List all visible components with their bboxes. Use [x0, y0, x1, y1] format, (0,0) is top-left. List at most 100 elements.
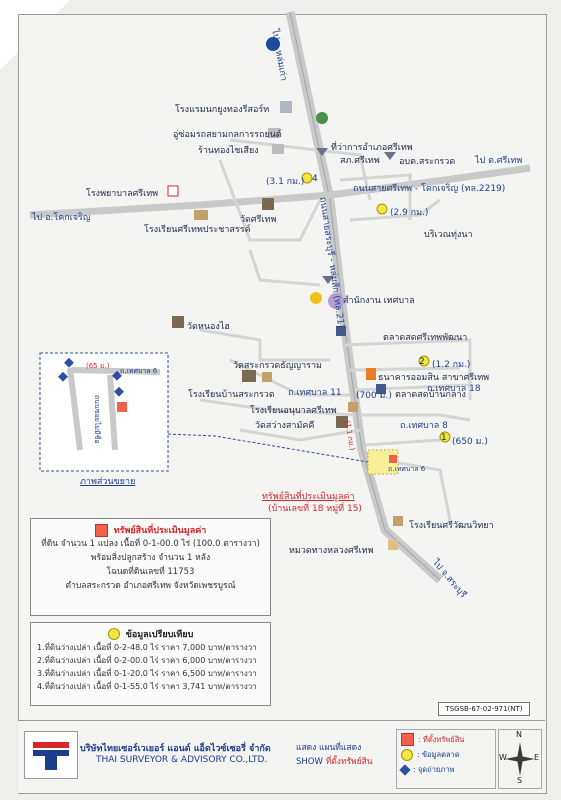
street	[364, 438, 441, 447]
inset-subject-marker[interactable]	[117, 402, 127, 412]
photo-point-3[interactable]	[112, 370, 122, 381]
street	[379, 458, 452, 521]
car-repair-label: อู่ซ่อมรถสยามกลการรถยนต์	[173, 130, 282, 140]
street	[349, 198, 441, 222]
temple-icon-4	[336, 416, 348, 428]
company-name-en: THAI SURVEYOR & ADVISORY CO.,LTD.	[96, 755, 268, 765]
info-line-1: ที่ดิน จำนวน 1 แปลง เนื้อที่ 0-1-00.0 ไร…	[41, 539, 260, 549]
market-marker-4[interactable]	[301, 172, 313, 184]
photo-point-1[interactable]	[64, 357, 74, 368]
photo-point-2[interactable]	[58, 371, 68, 382]
info-line-2: พร้อมสิ่งปลูกสร้าง จำนวน 1 หลัง	[90, 553, 211, 563]
nong-na-label: บริเวณทุ่งนา	[424, 230, 473, 240]
subject-addr-label: (บ้านเลขที่ 18 หมู่ที่ 15)	[268, 504, 362, 514]
compass-n: N	[516, 730, 522, 739]
school-icon-4	[393, 516, 403, 526]
soi-18-label: ถ.เทศบาล 18	[427, 384, 481, 394]
subject-label: ทรัพย์สินที่ประเมินมูลค่า	[262, 492, 355, 502]
market-marker-3[interactable]	[376, 203, 388, 215]
show-red: ที่ตั้งทรัพย์สิน	[325, 757, 373, 767]
compass-e: E	[534, 753, 540, 762]
compare-row: 3.ที่ดินว่างเปล่า เนื้อที่ 0-1-20.0 ไร่ …	[37, 669, 257, 678]
market-icon	[336, 326, 346, 336]
inset-title: ภาพส่วนขยาย	[80, 477, 136, 487]
dist-700-label: (700 ม.)	[356, 391, 392, 401]
school-icon	[194, 210, 208, 220]
market-marker-1[interactable]	[439, 431, 451, 443]
police-icon	[316, 112, 328, 124]
reference-code: TSGSB-67-02-971(NT)	[438, 702, 530, 716]
fuel-station-icon	[266, 37, 280, 51]
subject-area	[367, 449, 399, 475]
car-repair-icon	[268, 128, 280, 138]
tambon-icon	[384, 152, 396, 160]
street	[239, 428, 361, 442]
street	[354, 383, 471, 392]
legend-photo: : จุดถ่ายภาพ	[413, 765, 455, 774]
temple-icon	[262, 198, 274, 210]
legend-subject: : ที่ตั้งทรัพย์สิน	[418, 734, 465, 744]
government-icon	[316, 148, 328, 156]
inset-road-h	[71, 367, 161, 375]
municipal-label: สำนักงาน เทศบาล	[343, 296, 415, 306]
num-4-label: 4	[312, 174, 318, 184]
dist-29-label: (2.9 กม.)	[390, 208, 429, 218]
inset-road-side	[107, 374, 118, 451]
compass-s: S	[517, 776, 523, 785]
compare-box: ข้อมูลเปรียบเทียบ 1.ที่ดินว่างเปล่า เนื้…	[30, 622, 271, 706]
street	[339, 173, 412, 220]
market-pattana-label: ตลาดสดศรีเทพพัฒนา	[383, 333, 468, 343]
show-th: แสดง แผนที่แสดง	[296, 743, 362, 753]
highway-unit-icon	[388, 540, 398, 550]
school-anuban-label: โรงเรียนอนุบาลศรีเทพ	[250, 406, 337, 416]
compare-row: 2.ที่ดินว่างเปล่า เนื้อที่ 0-2-00.0 ไร่ …	[37, 656, 257, 665]
main-highway-line	[289, 11, 441, 581]
street	[248, 249, 321, 287]
road-2219	[29, 164, 531, 219]
road-2219-label: ถนนสายศรีเทพ - โคกเจริญ (ทล.2219)	[353, 184, 506, 194]
inset-road-label: ถนนซอยไม่มีชื่อ	[93, 395, 101, 444]
street	[199, 398, 356, 417]
school-icon-2	[262, 372, 272, 382]
bank-icon	[366, 368, 376, 380]
district-office-label: ที่ว่าการอำเภอศรีเทพ	[331, 143, 413, 153]
school-pracha-label: โรงเรียนศรีเทพประชาสรรค์	[144, 225, 251, 235]
company-logo	[24, 731, 78, 779]
photo-point-4[interactable]	[114, 386, 124, 397]
soi-6-label: ถ.เทศบาล 6	[388, 465, 426, 473]
gold-shop-icon	[272, 144, 284, 154]
hospital-icon	[167, 185, 179, 197]
num-1-label: 1	[441, 433, 447, 443]
inset-link	[167, 433, 369, 463]
soi-11-label: ถ.เทศบาล 11	[288, 388, 342, 398]
subject-marker[interactable]	[389, 455, 397, 463]
dist-12-label: (1.2 กม.)	[432, 360, 471, 370]
school-ban-label: โรงเรียนบ้านสระกรวด	[188, 390, 275, 400]
school-siwitthaya-label: โรงเรียนศรีวัฒนวิทยา	[409, 521, 494, 531]
show-en: SHOW	[296, 757, 323, 767]
dist-650-label: (650 ม.)	[452, 437, 488, 447]
hotel-icon	[280, 101, 292, 113]
market-ban-label: ตลาดสดบ้านกลาง	[395, 390, 466, 400]
inset-dist-label: (65 ม.)	[86, 362, 110, 370]
school-icon-3	[348, 402, 358, 412]
compass: N S E W	[498, 729, 542, 789]
compare-row: 4.ที่ดินว่างเปล่า เนื้อที่ 0-1-55.0 ไร่ …	[37, 682, 257, 691]
info-line-4: ตำบลสระกรวด อำเภอศรีเทพ จังหวัดเพชรบูรณ์	[65, 581, 236, 591]
inset-road-v	[67, 367, 83, 451]
street	[199, 328, 330, 362]
legend-photo-icon	[399, 764, 411, 776]
inset-soi-label: ถ.เทศบาล 6	[120, 367, 158, 375]
wat-nongsai-label: วัดหนองไฮ	[187, 322, 230, 332]
subject-info-box: ทรัพย์สินที่ประเมินมูลค่า ที่ดิน จำนวน 1…	[30, 518, 271, 616]
legend-market: : ข้อมูลตลาด	[417, 750, 460, 759]
police-label: สภ.ศรีเทพ	[340, 156, 380, 166]
subject-square-icon	[94, 523, 108, 537]
dist-31-label: (3.1 กม.)	[266, 177, 305, 187]
temple-icon-3	[242, 370, 256, 382]
to-khok-label: ไป อ.โคกเจริญ	[32, 213, 91, 223]
market-dot-icon	[107, 628, 120, 640]
market-marker-2[interactable]	[418, 355, 430, 367]
compare-row: 1.ที่ดินว่างเปล่า เนื้อที่ 0-2-48.0 ไร่ …	[37, 643, 257, 652]
